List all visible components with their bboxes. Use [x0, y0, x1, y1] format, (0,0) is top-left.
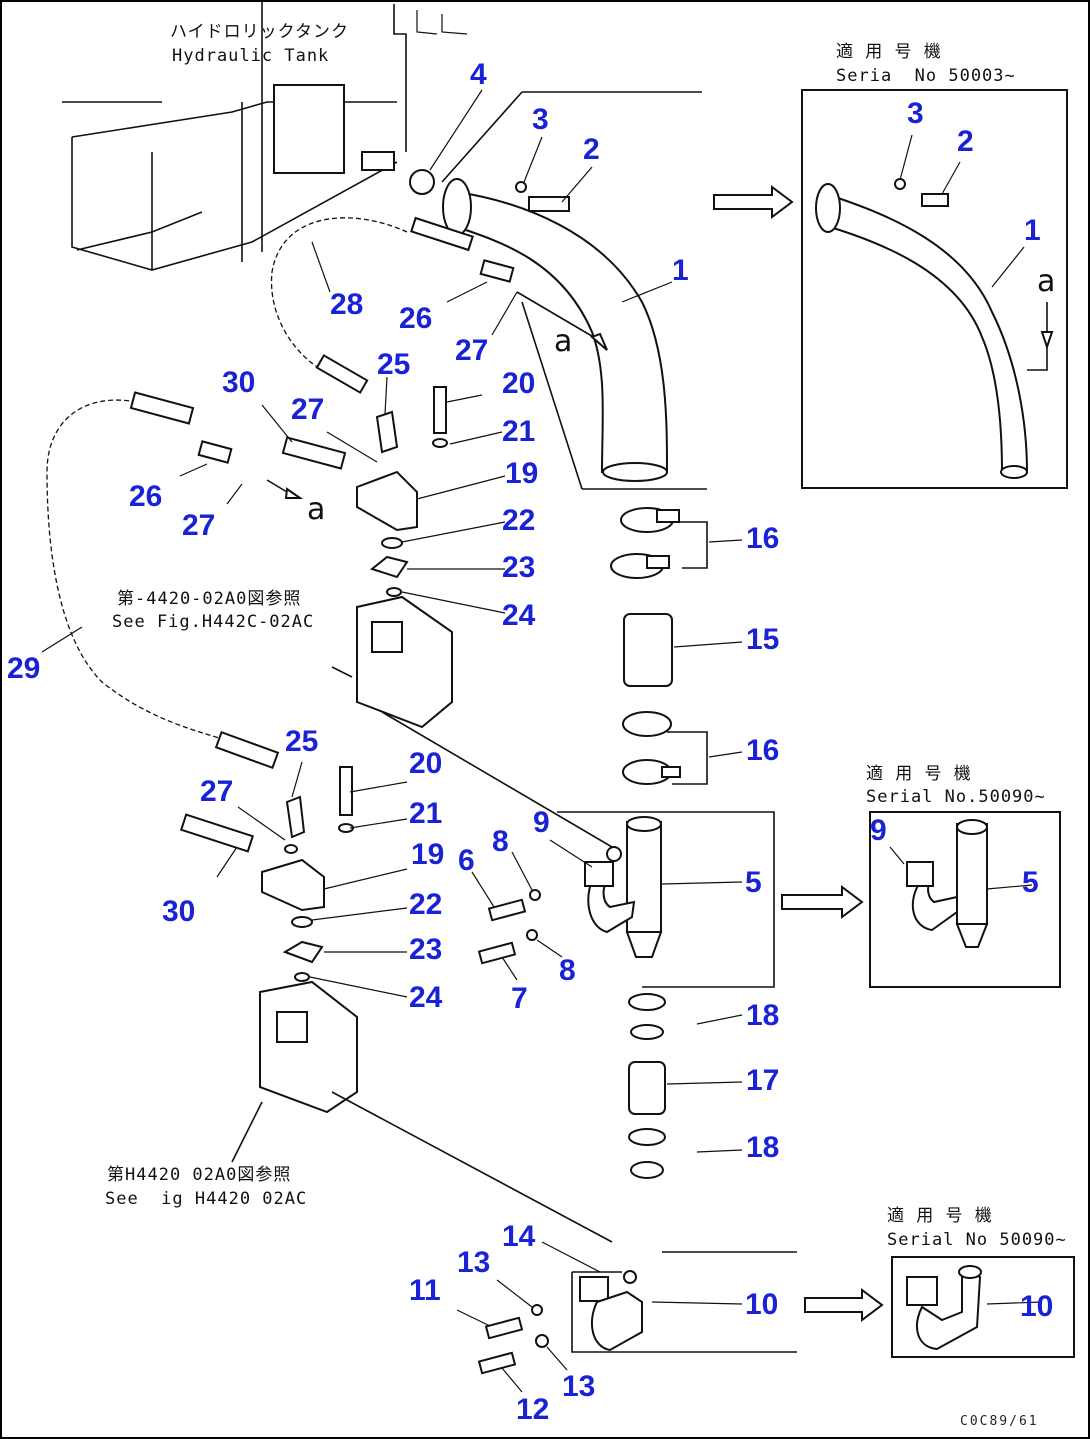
callout-25-top: 25: [377, 348, 411, 381]
hose-29: [46, 399, 233, 743]
tank-label-en: Hydraulic Tank: [172, 46, 330, 66]
view-letter-a-3: a: [1037, 264, 1056, 299]
inset-serial-1: [801, 89, 1068, 489]
callout-23-bottom: 23: [409, 933, 443, 966]
callout-18-bottom: 18: [746, 1131, 780, 1164]
upper-valve-group: [129, 354, 453, 729]
callout-11: 11: [409, 1274, 441, 1307]
bolt-2: [528, 196, 570, 212]
callout-19-top: 19: [505, 457, 539, 490]
arrow-to-inset-3: [804, 1288, 884, 1322]
callout-6: 6: [458, 844, 475, 877]
see-fig-2-en: See ig H4420 02AC: [105, 1189, 308, 1209]
callout-5: 5: [745, 866, 762, 899]
callout-29: 29: [7, 652, 41, 685]
fitting-10: [477, 1251, 797, 1375]
inset-callout-10: 10: [1020, 1290, 1054, 1323]
callout-8-bottom: 8: [559, 954, 576, 987]
callout-30-bottom: 30: [162, 895, 196, 928]
callout-24-bottom: 24: [409, 981, 443, 1014]
adapter-26-top: [479, 259, 515, 283]
callout-18-top: 18: [746, 999, 780, 1032]
callout-23-top: 23: [502, 551, 536, 584]
serial-2-jp: 適 用 号 機: [866, 764, 972, 784]
callout-22-bottom: 22: [409, 888, 443, 921]
callout-21-top: 21: [502, 415, 536, 448]
hose-28-end: [410, 216, 474, 252]
hydraulic-tank: [62, 2, 468, 271]
fitting-5: [477, 811, 775, 988]
inset-callout-5: 5: [1022, 866, 1039, 899]
callout-8-top: 8: [492, 825, 509, 858]
hose-28: [270, 217, 408, 373]
callout-26-left: 26: [129, 480, 163, 513]
serial-3-en: Serial No 50090~: [887, 1230, 1067, 1250]
callout-26-top: 26: [399, 302, 433, 335]
callout-13-top: 13: [457, 1246, 491, 1279]
lower-valve-group: [179, 711, 613, 1243]
tank-label-jp: ハイドロリックタンク: [170, 22, 349, 42]
serial-2-en: Serial No.50090~: [866, 787, 1046, 807]
callout-30-top: 30: [222, 366, 256, 399]
callout-12: 12: [516, 1393, 550, 1426]
callout-16-bottom: 16: [746, 734, 780, 767]
see-fig-1-en: See Fig.H442C-02AC: [112, 612, 315, 632]
callout-14: 14: [502, 1220, 536, 1253]
inset-callout-9: 9: [870, 814, 887, 847]
callout-4: 4: [470, 58, 487, 91]
hose-clamp-stack: [610, 507, 708, 1179]
callout-3: 3: [532, 103, 549, 136]
callout-27-mid: 27: [291, 393, 325, 426]
inset-callout-3: 3: [907, 97, 924, 130]
view-letter-a-2: a: [307, 492, 326, 527]
callout-9: 9: [533, 806, 550, 839]
arrow-to-inset-2: [781, 885, 864, 919]
callout-19-bottom: 19: [411, 838, 445, 871]
callout-27-bottom: 27: [200, 775, 234, 808]
inset-serial-3: [891, 1256, 1075, 1358]
serial-1-en: Seria No 50003~: [836, 66, 1016, 86]
arrow-to-inset-1: [713, 185, 794, 219]
callout-27-top: 27: [455, 334, 489, 367]
callout-1: 1: [672, 254, 689, 287]
see-fig-2-jp: 第H4420 02A0図参照: [107, 1165, 292, 1185]
washer-3: [515, 181, 527, 193]
callout-15: 15: [746, 623, 780, 656]
o-ring-4: [409, 169, 435, 195]
drawing-code: C0C89/61: [960, 1414, 1039, 1429]
inset-serial-2: [869, 811, 1061, 988]
inset-callout-2: 2: [957, 125, 974, 158]
callout-28: 28: [330, 288, 364, 321]
callout-20-top: 20: [502, 367, 536, 400]
view-letter-a-1: a: [554, 324, 573, 359]
inset-callout-1: 1: [1024, 214, 1041, 247]
callout-25-bottom: 25: [285, 725, 319, 758]
callout-22-top: 22: [502, 504, 536, 537]
callout-16-top: 16: [746, 522, 780, 555]
callout-27-left: 27: [182, 509, 216, 542]
elbow-pipe-1: [441, 91, 707, 490]
callout-17: 17: [746, 1064, 780, 1097]
callout-10: 10: [745, 1288, 779, 1321]
callout-2: 2: [583, 133, 600, 166]
callout-24-top: 24: [502, 599, 536, 632]
serial-1-jp: 適 用 号 機: [836, 42, 942, 62]
callout-21-bottom: 21: [409, 797, 443, 830]
callout-20-bottom: 20: [409, 747, 443, 780]
callout-13-bottom: 13: [562, 1370, 596, 1403]
serial-3-jp: 適 用 号 機: [887, 1206, 993, 1226]
leader-lines: [41, 89, 1043, 1393]
callout-7: 7: [511, 982, 528, 1015]
see-fig-1-jp: 第-4420-02A0図参照: [117, 589, 302, 609]
